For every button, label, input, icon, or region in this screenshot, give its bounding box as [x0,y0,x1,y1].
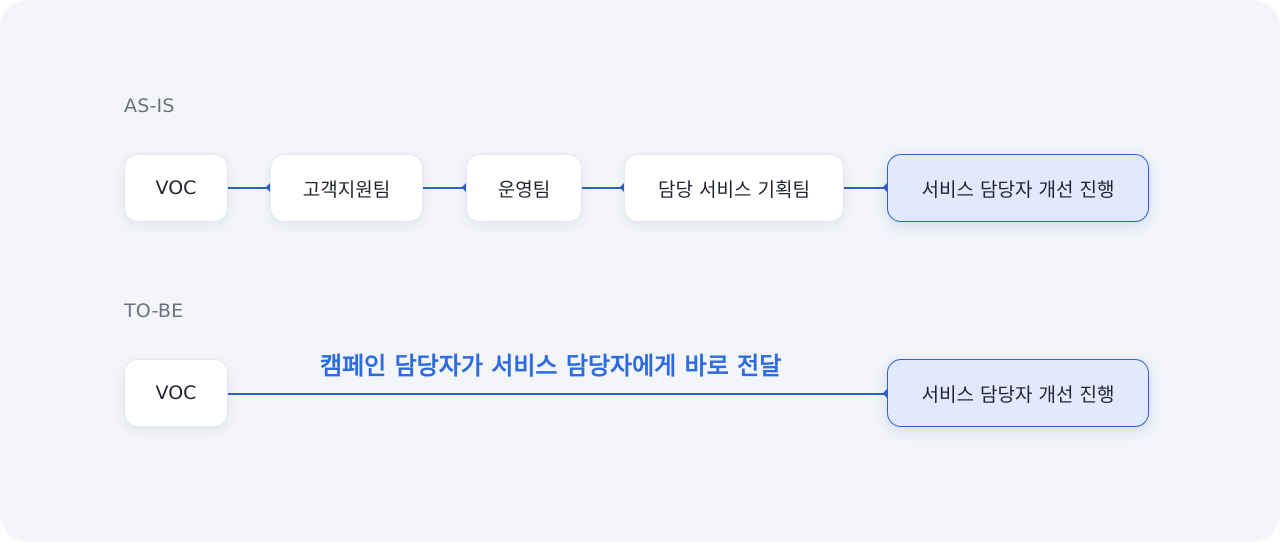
as-is-node-voc: VOC [124,154,228,222]
to-be-arrow [228,388,893,399]
as-is-node-operations: 운영팀 [466,154,582,222]
as-is-arrow-2 [423,182,472,193]
to-be-node-service-owner: 서비스 담당자 개선 진행 [887,359,1149,427]
to-be-connector-label: 캠페인 담당자가 서비스 담당자에게 바로 전달 [320,352,782,380]
as-is-label: AS-IS [124,95,175,117]
as-is-arrow-3 [582,182,630,193]
as-is-node-planning: 담당 서비스 기획팀 [624,154,844,222]
as-is-node-customer-support: 고객지원팀 [270,154,423,222]
as-is-node-service-owner: 서비스 담당자 개선 진행 [887,154,1149,222]
as-is-arrow-4 [844,182,893,193]
as-is-arrow-1 [228,182,276,193]
to-be-node-voc: VOC [124,359,228,427]
to-be-label: TO-BE [124,300,184,322]
